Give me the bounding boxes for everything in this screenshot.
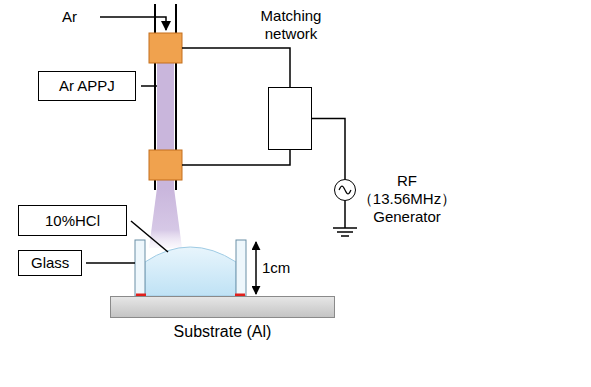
dimension-arrow (255, 242, 257, 294)
wire (182, 150, 290, 165)
node-text: Ar APPJ (59, 77, 115, 95)
node-text: Substrate (Al) (111, 323, 334, 341)
ground-symbol (341, 235, 349, 237)
label-box: 10%HCl (18, 205, 127, 236)
gas-label: Ar (62, 8, 77, 26)
ground-symbol (337, 231, 353, 233)
wire-connector (312, 119, 345, 180)
matching-network-box: Matching network (268, 87, 312, 150)
plasma-plume (149, 188, 182, 248)
leader-line (141, 85, 157, 87)
label-box: Glass (18, 250, 82, 276)
glass-wall (236, 240, 246, 296)
node-text: Glass (31, 254, 69, 272)
sine-symbol (339, 186, 351, 194)
wire (182, 48, 290, 87)
leader-line (131, 221, 168, 252)
node-text: 10%HCl (45, 212, 100, 230)
upper-electrode (149, 33, 182, 63)
glass-wall (135, 240, 145, 296)
lower-electrode (149, 150, 182, 180)
gas-inlet-arrow (100, 17, 166, 30)
dimension-label: 1cm (262, 259, 290, 277)
leader-line (86, 262, 135, 264)
wire (344, 201, 346, 228)
node-text: RF （13.56MHz） Generator (351, 172, 463, 226)
substrate-plate: Substrate (Al) (110, 296, 335, 318)
label-box: Ar APPJ (38, 71, 136, 101)
rf-generator-symbol: RF （13.56MHz） Generator (334, 179, 356, 201)
node-text: Matching network (251, 7, 331, 43)
ground-symbol (333, 227, 357, 229)
hcl-solution (145, 247, 236, 296)
